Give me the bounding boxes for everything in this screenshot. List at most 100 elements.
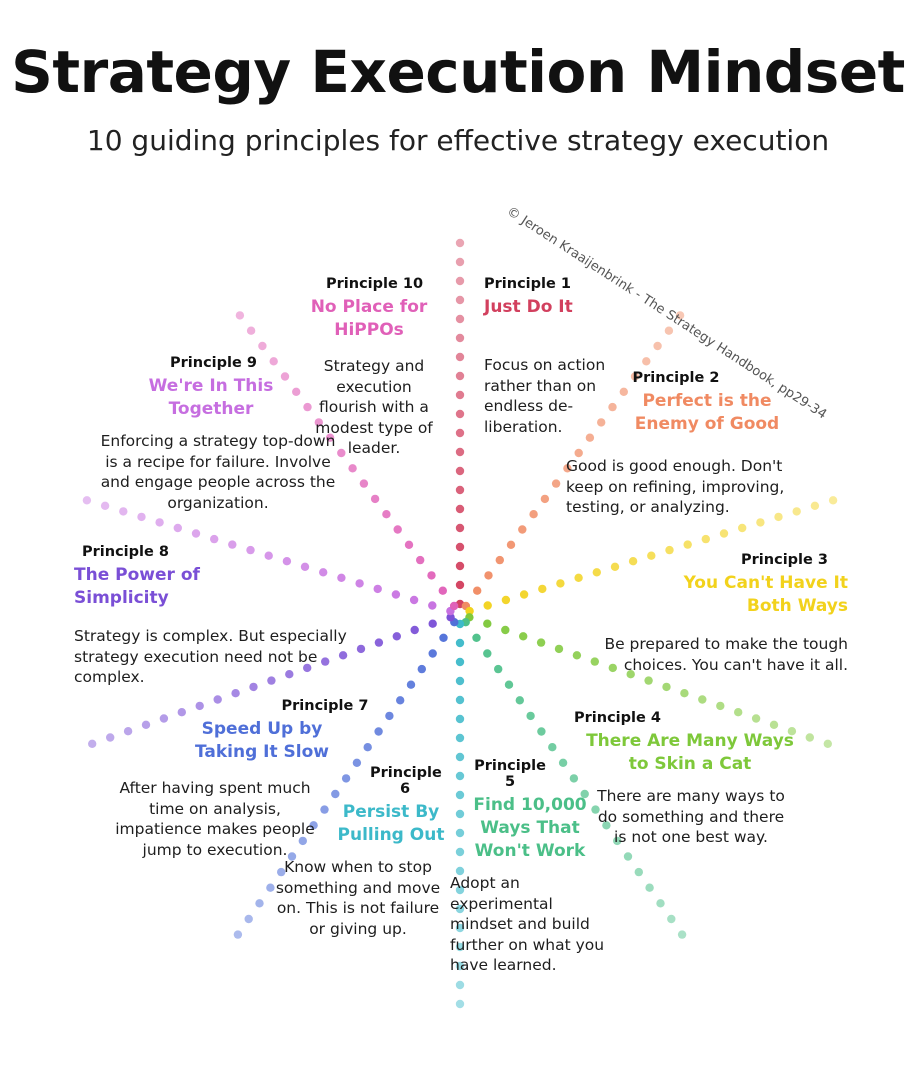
ray-dot [484,571,493,580]
ray-dot [630,372,640,381]
ray-dot [455,371,465,381]
ray-dot [518,525,527,534]
ray-dot [280,372,290,381]
ray-dot [210,534,219,544]
ray-dot [519,590,529,599]
ray-dot [455,980,465,990]
principle-4-name: There Are Many Ways to Skin a Cat [586,731,794,774]
ray-dot [455,428,465,438]
principle-7-label: Principle 7 [281,698,369,714]
ray-dot [455,561,465,571]
ray-dot [338,651,348,660]
ray-principle-9 [82,496,455,616]
principle-9: Principle 9 We're In This Together Enfor… [100,355,336,513]
ray-dot [548,743,557,752]
principle-3-label: Principle 3 [741,552,828,568]
ray-dot [515,696,524,705]
ray-dot [309,821,318,830]
ray-dot [455,466,465,476]
principle-10-label: Principle 10 [326,276,424,292]
ray-dot [355,579,364,588]
ray-dot [455,904,465,914]
ray-dot [680,689,689,698]
ray-dot [653,341,662,351]
ray-dot [455,276,465,286]
ray-dot [319,568,328,577]
principle-10-description: Strategy and execution flourish with a m… [315,357,433,457]
page-subtitle: 10 guiding principles for effective stra… [86,124,830,157]
principle-7-description: After having spent much time on analysis… [115,779,315,859]
ray-dot [563,464,572,473]
ray-dot [551,479,561,488]
ray-dot [292,387,301,396]
ray-dot [619,387,628,396]
ray-dot [213,695,222,704]
ray-dot [554,644,564,654]
ray-dot [455,809,465,819]
ray-dot [455,504,465,514]
ray-dot [644,676,653,685]
ray-dot [137,512,146,522]
ray-dot [119,507,128,516]
principle-8-label: Principle 8 [82,544,169,560]
ray-dot [472,633,481,642]
ray-dot [608,402,617,412]
ray-dot [805,733,814,742]
ray-dot [359,479,369,488]
ray-dot [572,651,582,660]
ray-dot [787,727,797,736]
ray-dot [828,496,838,505]
ray-dot [455,771,465,781]
ray-dot [255,899,264,908]
ray-dot [483,619,492,628]
ray-dot [352,758,362,767]
ray-dot [455,866,465,876]
ray-dot [667,914,676,924]
ray-dot [428,649,437,658]
ray-dot [664,326,674,335]
ray-dot [455,523,465,533]
ray-dot [244,914,253,924]
ray-dot [337,573,346,582]
ray-dot [321,657,330,666]
ray-dot [396,696,405,705]
ray-dot [246,545,255,555]
ray-dot [792,507,801,516]
ray-dot [494,664,503,674]
ray-dot [455,999,465,1009]
principle-3-name: You Can't Have It Both Ways [683,573,848,616]
ray-dot [574,448,583,458]
page-title: Strategy Execution Mindset [11,38,905,106]
ray-dot [501,625,510,635]
ray-dot [634,867,643,877]
ray-dot [106,733,115,742]
principle-1: Principle 1 Just Do It Focus on action r… [484,276,634,437]
ray-dot [506,540,516,549]
ray-dot [195,701,204,711]
principle-10-name: No Place for HiPPOs [310,297,428,340]
principle-8: Principle 8 The Power of Simplicity Stra… [74,544,374,688]
ray-dot [455,790,465,800]
ray-principle-3 [465,496,838,616]
ray-dot [538,584,547,594]
ray-dot [285,670,294,679]
ray-dot [626,670,635,679]
ray-dot [123,727,133,736]
ray-dot [320,805,329,814]
ray-dot [88,739,97,748]
ray-dot [235,311,245,320]
ray-dot [810,501,820,510]
ray-dot [228,540,237,549]
ray-dot [455,352,465,362]
ray-dot [455,676,465,686]
principle-8-description: Strategy is complex. But especially stra… [74,627,347,686]
ray-dot [155,518,164,527]
ray-dot [298,836,307,846]
ray-dot [177,708,186,717]
ray-dot [455,447,465,457]
ray-principle-1 [455,238,465,609]
ray-dot [266,883,275,892]
ray-dot [341,774,351,783]
ray-dot [585,433,595,442]
ray-dot [455,752,465,762]
